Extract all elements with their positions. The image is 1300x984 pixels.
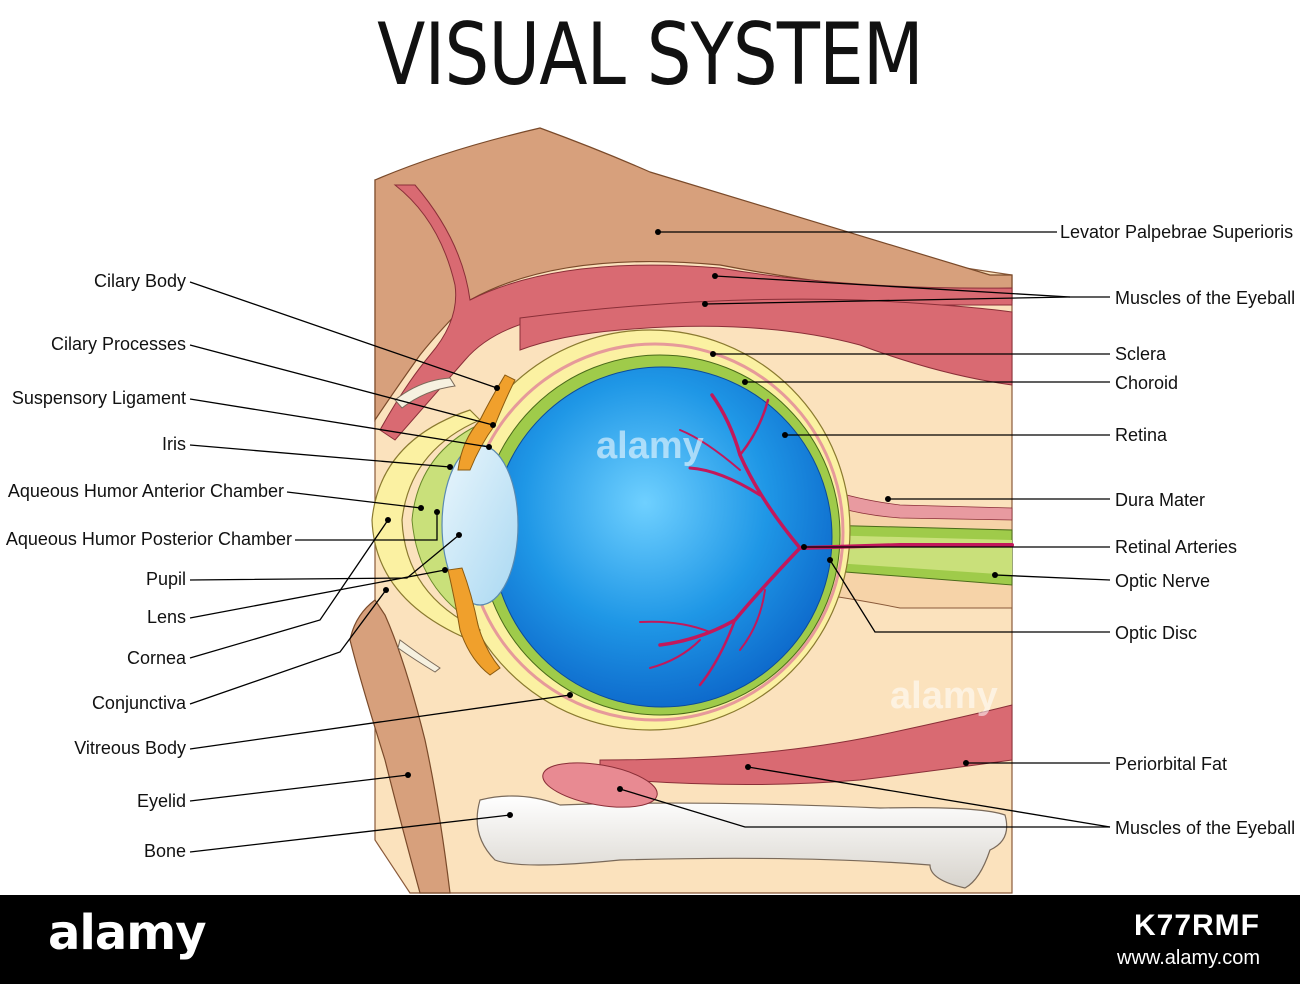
label-dura-mater: Dura Mater <box>1115 490 1205 510</box>
label-retina: Retina <box>1115 425 1168 445</box>
label-cilary-body: Cilary Body <box>94 271 186 291</box>
label-periorbital-fat: Periorbital Fat <box>1115 754 1227 774</box>
label-pupil: Pupil <box>146 569 186 589</box>
label-bone: Bone <box>144 841 186 861</box>
label-muscles-top: Muscles of the Eyeball <box>1115 288 1295 308</box>
label-muscles-bottom: Muscles of the Eyeball <box>1115 818 1295 838</box>
footer-logo: alamy <box>48 905 206 961</box>
label-choroid: Choroid <box>1115 373 1178 393</box>
eye-diagram: alamy alamy <box>0 0 1300 895</box>
watermark-2: alamy <box>890 675 998 717</box>
vitreous-body <box>492 367 832 707</box>
label-aqueous-anterior: Aqueous Humor Anterior Chamber <box>8 481 284 501</box>
label-levator: Levator Palpebrae Superioris <box>1060 222 1293 242</box>
label-cornea: Cornea <box>127 648 187 668</box>
label-suspensory-ligament: Suspensory Ligament <box>12 388 186 408</box>
label-optic-disc: Optic Disc <box>1115 623 1197 643</box>
footer-url: www.alamy.com <box>1117 947 1260 970</box>
label-lens: Lens <box>147 607 186 627</box>
label-iris: Iris <box>162 434 186 454</box>
label-optic-nerve: Optic Nerve <box>1115 571 1210 591</box>
label-sclera: Sclera <box>1115 344 1167 364</box>
footer-image-id: K77RMF <box>1134 909 1260 943</box>
label-conjunctiva: Conjunctiva <box>92 693 187 713</box>
label-retinal-arteries: Retinal Arteries <box>1115 537 1237 557</box>
label-eyelid: Eyelid <box>137 791 186 811</box>
label-vitreous-body: Vitreous Body <box>74 738 186 758</box>
watermark-1: alamy <box>596 425 704 467</box>
label-cilary-processes: Cilary Processes <box>51 334 186 354</box>
label-aqueous-posterior: Aqueous Humor Posterior Chamber <box>6 529 292 549</box>
footer-bar: alamy K77RMF www.alamy.com <box>0 895 1300 984</box>
